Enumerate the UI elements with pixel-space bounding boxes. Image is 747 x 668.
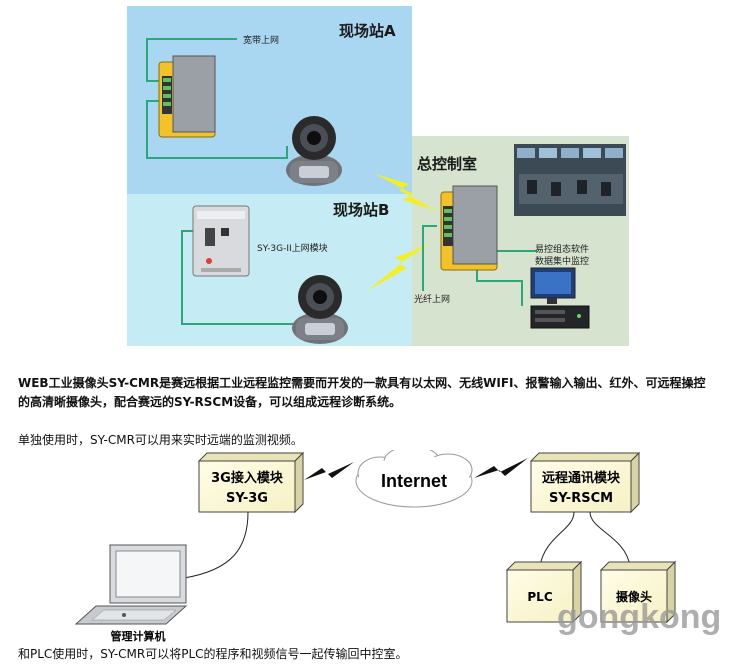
software-label-line2: 数据集中监控 xyxy=(535,255,589,267)
site-a-camera-cable xyxy=(146,100,288,159)
block-diagram: 3G接入模块 SY-3G Internet 远程通讯模块 SY-RSCM 管理计… xyxy=(74,450,677,643)
internet-label: Internet xyxy=(381,471,447,491)
box-rscm-line2: SY-RSCM xyxy=(549,491,613,506)
site-b-panel xyxy=(127,194,412,346)
description-bold-line1: WEB工业摄像头SY-CMR是赛远根据工业远程监控需要而开发的一款具有以太网、无… xyxy=(18,376,706,390)
fiber-label: 光纤上网 xyxy=(414,293,450,305)
site-b-module-label: SY-3G-II上网模块 xyxy=(257,242,328,254)
site-a-title: 现场站A xyxy=(339,22,396,40)
site-b-cable xyxy=(181,230,297,325)
description-bold-line2: 的高清晰摄像头，配合赛远的SY-RSCM设备，可以组成远程诊断系统。 xyxy=(18,395,402,409)
wireless-link-b-bolt xyxy=(367,244,429,291)
control-room-title: 总控制室 xyxy=(417,155,477,173)
standalone-usage-text: 单独使用时，SY-CMR可以用来实时远端的监测视频。 xyxy=(18,433,303,447)
box-rscm-module xyxy=(529,451,641,514)
box-3g-module xyxy=(197,451,305,514)
camera-label: 摄像头 xyxy=(616,589,652,604)
wireless-link-a-bolt xyxy=(375,174,437,211)
site-a-broadband-cable xyxy=(146,38,237,82)
network-topology-diagram: 宽带上网 现场站A 现场站B SY-3G-II上网模块 总控制室 xyxy=(127,6,629,346)
link-bolt-left xyxy=(304,462,354,480)
plc-label: PLC xyxy=(527,590,552,604)
site-a-router xyxy=(158,55,216,138)
plc-usage-text: 和PLC使用时，SY-CMR可以将PLC的程序和视频信号一起传输回中控室。 xyxy=(18,647,408,661)
box-3g-line1: 3G接入模块 xyxy=(211,470,284,486)
site-a-white-corner xyxy=(412,6,629,136)
connector-3g-to-computer xyxy=(183,511,249,579)
control-room-photo xyxy=(514,144,626,216)
connector-rscm-to-camera xyxy=(589,511,631,567)
site-a-camera xyxy=(286,116,342,186)
fiber-cable xyxy=(422,225,437,291)
connector-rscm-to-plc xyxy=(539,511,575,567)
management-computer xyxy=(74,544,188,625)
control-room-router xyxy=(440,185,498,271)
monitor xyxy=(530,267,576,304)
box-plc xyxy=(505,560,583,624)
sy-3g-module xyxy=(192,205,250,277)
rack-server xyxy=(530,305,590,329)
site-b-camera xyxy=(292,275,348,344)
link-bolt-right xyxy=(474,458,528,478)
site-b-title: 现场站B xyxy=(333,201,389,219)
box-rscm-line1: 远程通讯模块 xyxy=(542,470,621,486)
site-a-broadband-label: 宽带上网 xyxy=(243,34,279,46)
software-label-line1: 易控组态软件 xyxy=(535,243,589,255)
internet-cloud xyxy=(355,450,473,508)
box-3g-line2: SY-3G xyxy=(226,491,268,506)
gongkong-watermark: gongkong xyxy=(557,598,722,636)
box-camera xyxy=(599,560,677,624)
computer-label: 管理计算机 xyxy=(111,629,166,643)
